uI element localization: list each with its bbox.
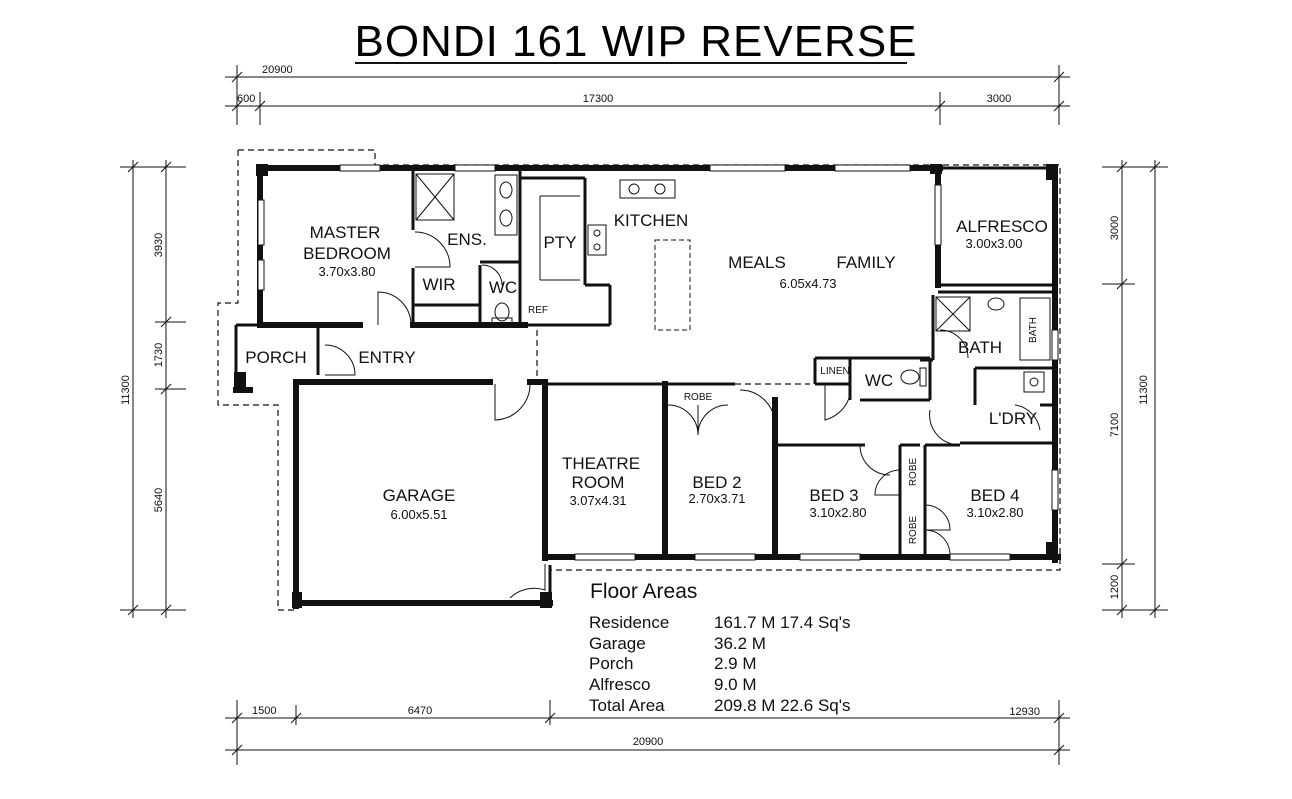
dim-top-left: 600 <box>237 93 255 105</box>
room-wc-master: WC <box>489 278 517 297</box>
room-master-size: 3.70x3.80 <box>318 264 375 279</box>
room-alfresco-size: 3.00x3.00 <box>965 236 1022 251</box>
dim-right-top: 3000 <box>1109 216 1121 240</box>
area-value-porch: 2.9 M <box>714 654 757 673</box>
bottom-dimensions: 1500 6470 12930 20900 <box>225 700 1070 765</box>
room-porch: PORCH <box>245 348 306 367</box>
dim-top-overall: 20900 <box>262 64 293 76</box>
dim-right-overall: 11300 <box>1138 375 1150 405</box>
room-bath: BATH <box>958 338 1002 357</box>
dim-left-overall: 11300 <box>120 375 132 405</box>
room-bed3-size: 3.10x2.80 <box>809 505 866 520</box>
robe-bed3: ROBE <box>908 458 919 487</box>
room-linen: LINEN <box>820 366 849 377</box>
room-bed3: BED 3 <box>809 486 858 505</box>
dim-bottom-overall: 20900 <box>633 736 664 748</box>
area-value-total: 209.8 M 22.6 Sq's <box>714 696 851 715</box>
top-dimensions: 20900 600 17300 3000 <box>225 64 1070 125</box>
room-ensuite: ENS. <box>447 230 487 249</box>
dim-top-middle: 17300 <box>583 93 614 105</box>
room-garage: GARAGE <box>383 486 456 505</box>
room-theatre-line2: ROOM <box>572 473 625 492</box>
room-master-line1: MASTER <box>310 223 381 242</box>
fixtures <box>415 173 1051 393</box>
area-value-residence: 161.7 M 17.4 Sq's <box>714 613 851 632</box>
room-wc-hall: WC <box>865 371 893 390</box>
left-dimensions: 11300 3930 1730 5640 <box>120 160 186 618</box>
room-kitchen: KITCHEN <box>614 211 689 230</box>
room-bed4: BED 4 <box>970 486 1019 505</box>
robe-bed4: ROBE <box>908 516 919 545</box>
doors <box>324 231 1041 599</box>
fridge-label: REF <box>528 305 548 316</box>
room-bed2-size: 2.70x3.71 <box>688 491 745 506</box>
room-alfresco: ALFRESCO <box>956 217 1048 236</box>
room-theatre-size: 3.07x4.31 <box>569 493 626 508</box>
right-dimensions: 3000 7100 1200 11300 <box>1102 160 1168 618</box>
floor-areas-table: Floor Areas Residence 161.7 M 17.4 Sq's … <box>589 580 851 715</box>
room-entry: ENTRY <box>358 348 415 367</box>
area-value-alfresco: 9.0 M <box>714 675 757 694</box>
room-garage-size: 6.00x5.51 <box>390 507 447 522</box>
room-laundry: L'DRY <box>989 409 1037 428</box>
windows <box>257 164 1059 561</box>
dim-right-bottom: 1200 <box>1109 575 1121 599</box>
room-meals-size: 6.05x4.73 <box>779 276 836 291</box>
dim-bottom-right: 12930 <box>1009 706 1040 718</box>
room-bed4-size: 3.10x2.80 <box>966 505 1023 520</box>
dim-top-right: 3000 <box>987 93 1011 105</box>
area-value-garage: 36.2 M <box>714 634 766 653</box>
room-wir: WIR <box>422 275 455 294</box>
plan-title: BONDI 161 WIP REVERSE <box>354 17 917 66</box>
room-pantry: PTY <box>543 233 576 252</box>
robe-bed2: ROBE <box>684 392 713 403</box>
room-master-line2: BEDROOM <box>303 244 391 263</box>
dim-right-middle: 7100 <box>1109 413 1121 437</box>
area-label-porch: Porch <box>589 654 633 673</box>
area-label-total: Total Area <box>589 696 665 715</box>
room-bed2: BED 2 <box>692 473 741 492</box>
floor-areas-heading: Floor Areas <box>590 580 697 603</box>
room-theatre-line1: THEATRE <box>562 454 640 473</box>
dim-bottom-middle: 6470 <box>408 705 432 717</box>
area-label-residence: Residence <box>589 613 669 632</box>
dim-bottom-left: 1500 <box>252 705 276 717</box>
column-blocks <box>234 164 1058 608</box>
room-meals: MEALS <box>728 253 786 272</box>
dim-left-top: 3930 <box>153 233 165 257</box>
open-thresholds <box>536 330 810 385</box>
room-family: FAMILY <box>836 253 895 272</box>
dim-left-middle: 1730 <box>153 343 165 367</box>
bathtub-label: BATH <box>1028 317 1039 343</box>
area-label-alfresco: Alfresco <box>589 675 650 694</box>
room-labels: MASTER BEDROOM 3.70x3.80 ENS. WIR WC PTY… <box>245 211 1048 544</box>
dim-left-bottom: 5640 <box>153 488 165 512</box>
area-label-garage: Garage <box>589 634 646 653</box>
